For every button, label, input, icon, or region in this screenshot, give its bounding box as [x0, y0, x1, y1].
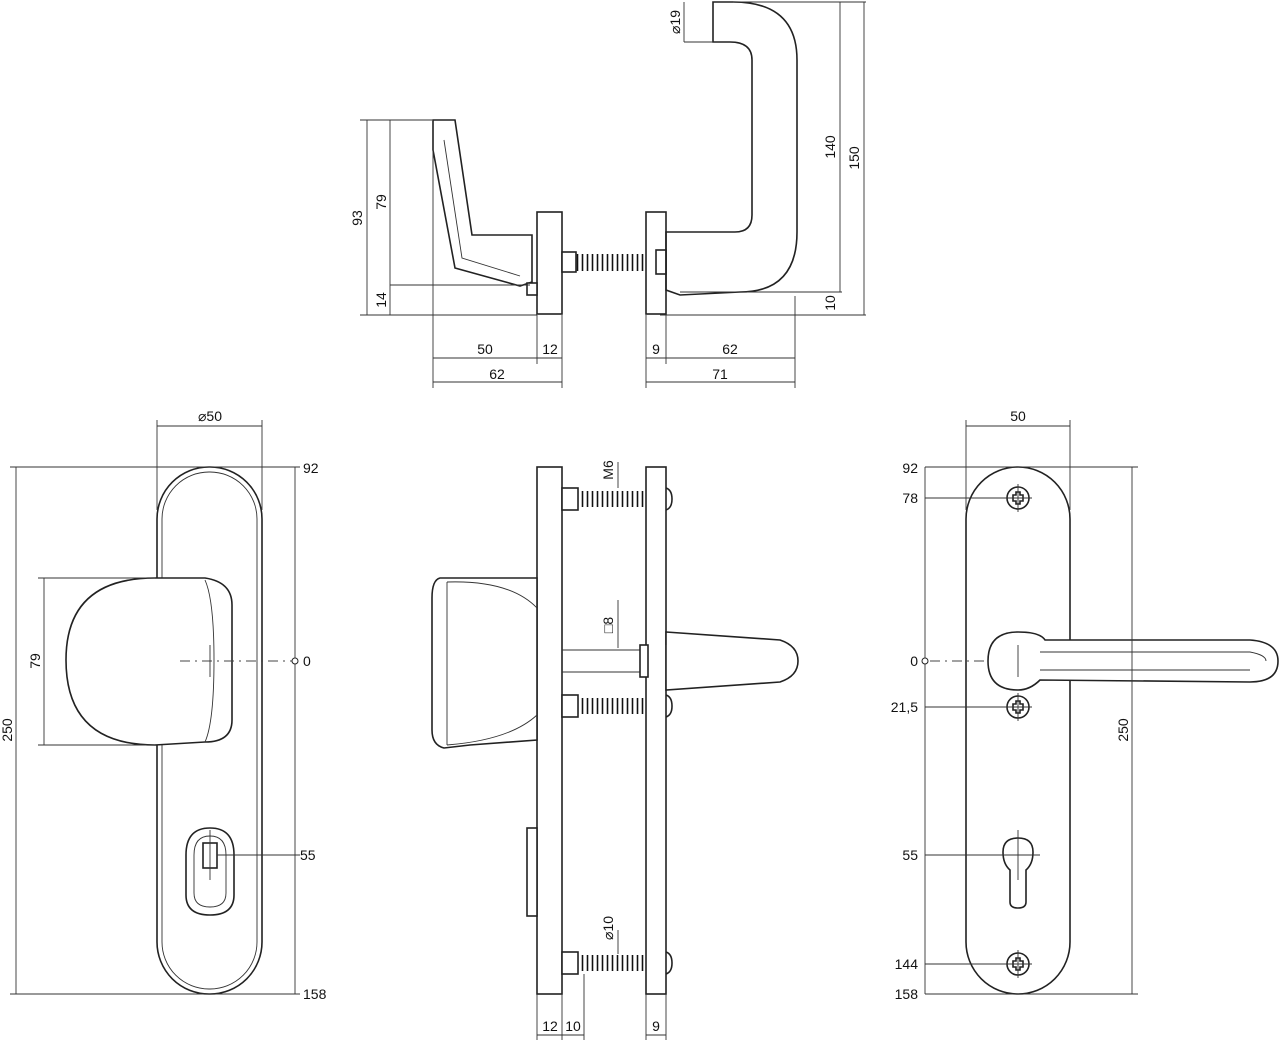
dim-10-top: 10 — [822, 295, 838, 311]
dim-knob-0: 0 — [303, 653, 311, 669]
screw-top-icon — [1004, 484, 1032, 512]
dim-lever-78: 78 — [902, 490, 918, 506]
dim-150: 150 — [846, 146, 862, 170]
dim-m6: M6 — [600, 460, 616, 480]
dim-9-top: 9 — [652, 341, 660, 357]
dim-71: 71 — [712, 366, 728, 382]
dim-knob-250: 250 — [0, 718, 15, 742]
side-view — [431, 466, 799, 995]
dim-knob-158: 158 — [303, 986, 327, 1002]
dim-140: 140 — [822, 135, 838, 159]
top-right-lever — [645, 1, 798, 315]
dim-10-side: 10 — [565, 1018, 581, 1034]
dim-lever-21-5: 21,5 — [891, 699, 918, 715]
dim-square-8: □8 — [600, 617, 616, 633]
dim-knob-55: 55 — [300, 847, 316, 863]
dim-12-top: 12 — [542, 341, 558, 357]
dim-9-side: 9 — [652, 1018, 660, 1034]
screw-mid-icon — [1004, 693, 1032, 721]
keyhole — [1002, 837, 1034, 909]
dim-lever-250: 250 — [1115, 718, 1131, 742]
dim-93: 93 — [349, 210, 365, 226]
threaded-rod — [576, 254, 646, 271]
dim-lever-92: 92 — [902, 460, 918, 476]
knob-plate — [65, 466, 300, 995]
dim-50-top: 50 — [477, 341, 493, 357]
top-dimensions — [360, 1, 866, 388]
dim-diameter-19: ⌀19 — [667, 10, 683, 34]
dim-lever-50: 50 — [1010, 408, 1026, 424]
dim-knob-92: 92 — [303, 460, 319, 476]
dim-14: 14 — [373, 292, 389, 308]
dim-79-top: 79 — [373, 194, 389, 210]
knob-dimensions — [10, 420, 300, 995]
side-dimensions — [536, 462, 667, 1040]
dim-12-side: 12 — [542, 1018, 558, 1034]
knob — [65, 577, 233, 746]
dim-62-left: 62 — [489, 366, 505, 382]
dim-62-right: 62 — [722, 341, 738, 357]
dim-lever-55: 55 — [902, 847, 918, 863]
dim-lever-0: 0 — [910, 653, 918, 669]
dim-lever-158: 158 — [895, 986, 919, 1002]
dim-knob-79: 79 — [27, 653, 43, 669]
lever-dimensions — [921, 420, 1138, 995]
screw-bottom-icon — [1004, 950, 1032, 978]
lever-plate — [930, 466, 1279, 995]
cylinder-outline — [185, 827, 235, 916]
dim-lever-144: 144 — [895, 956, 919, 972]
dim-knob-diameter: ⌀50 — [198, 408, 222, 424]
top-left-lever — [432, 119, 646, 315]
dim-diameter-10: ⌀10 — [600, 916, 616, 940]
lever-handle — [987, 631, 1279, 691]
